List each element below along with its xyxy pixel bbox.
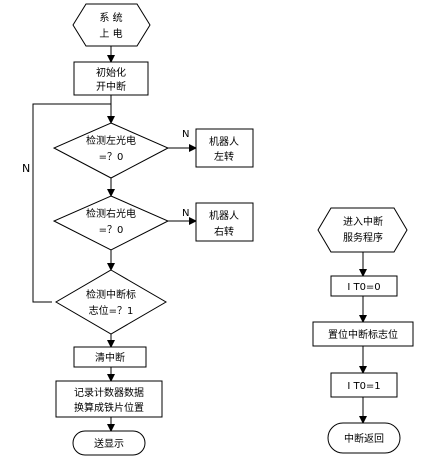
send-label: 送显示 xyxy=(94,437,124,450)
init-line1: 初始化 xyxy=(96,66,126,79)
it0-one-label: I T0=1 xyxy=(347,381,380,392)
it0-zero-process xyxy=(330,275,398,297)
start-terminal xyxy=(72,3,151,47)
return-label: 中断返回 xyxy=(344,432,384,445)
it0-one-process xyxy=(330,372,398,398)
check-right-line1: 检测右光电 xyxy=(86,207,136,220)
check-flag-line1: 检测中断标 xyxy=(86,288,136,301)
robot-right-process xyxy=(195,202,254,242)
check-left-branch-label: N xyxy=(182,129,189,140)
loop-no-label: N xyxy=(22,162,30,175)
check-flag-decision xyxy=(55,269,167,335)
record-counter-process xyxy=(55,380,163,418)
isr-entry-line1: 进入中断 xyxy=(343,215,383,228)
check-left-line1: 检测左光电 xyxy=(86,134,136,147)
check-left-line2: =？0 xyxy=(99,152,124,163)
check-right-decision xyxy=(52,195,170,251)
robot-left-process xyxy=(195,128,254,168)
check-right-line2: =？0 xyxy=(99,225,124,236)
init-process xyxy=(73,61,149,96)
robot-left-line2: 左转 xyxy=(214,150,234,163)
isr-return-terminal xyxy=(327,422,401,454)
clear-interrupt-process xyxy=(73,346,147,368)
it0-zero-label: I T0=0 xyxy=(347,282,380,293)
init-line2: 开中断 xyxy=(96,80,126,93)
robot-right-line1: 机器人 xyxy=(209,209,239,222)
start-line2: 上 电 xyxy=(99,27,122,40)
check-left-decision xyxy=(52,122,170,179)
set-flag-label: 置位中断标志位 xyxy=(328,328,398,341)
isr-entry-terminal xyxy=(317,207,408,253)
robot-left-line1: 机器人 xyxy=(209,135,239,148)
check-right-branch-label: N xyxy=(182,208,189,219)
robot-right-line2: 右转 xyxy=(214,225,234,238)
start-line1: 系 统 xyxy=(99,11,122,24)
clear-label: 清中断 xyxy=(95,351,125,364)
record-line1: 记录计数器数据 xyxy=(74,386,144,399)
check-flag-line2: 志位=？1 xyxy=(89,304,134,317)
set-flag-process xyxy=(312,321,414,347)
loop-back-line xyxy=(32,103,111,303)
record-line2: 换算成铁片位置 xyxy=(74,401,144,414)
send-display-terminal xyxy=(72,430,146,456)
isr-entry-line2: 服务程序 xyxy=(343,231,383,244)
